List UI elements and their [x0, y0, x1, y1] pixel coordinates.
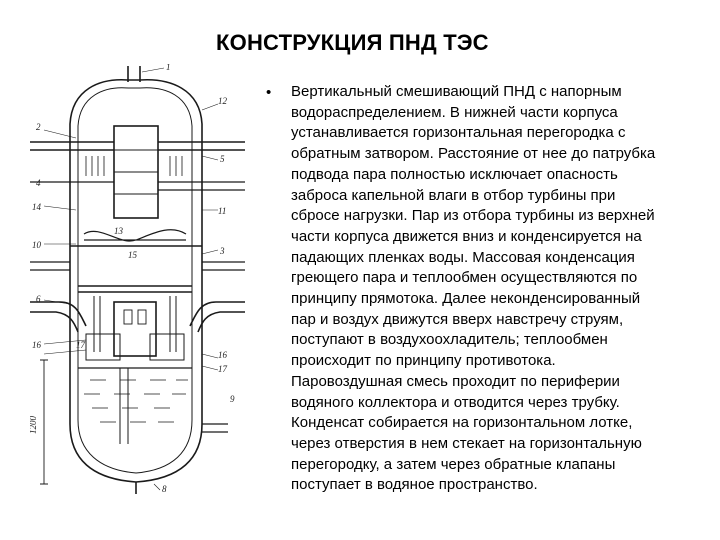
paragraph-line: происходит по принципу противотока. [291, 352, 556, 370]
body-paragraph: Вертикальный смешивающий ПНД с напорным … [291, 82, 691, 496]
heater-diagram: 1 2 12 5 4 14 11 13 10 3 15 6 16 16 17 1… [30, 64, 245, 494]
paragraph-line: принципу прямотока. Далее неконденсирова… [291, 290, 641, 308]
paragraph-line: через отверстия в нем стекает на горизон… [291, 434, 642, 452]
label-15: 15 [128, 250, 138, 260]
label-8: 8 [162, 484, 167, 494]
paragraph-line: Конденсат собирается на горизонтальном л… [291, 414, 633, 432]
paragraph-line: Паровоздушная смесь проходит по перифери… [291, 372, 620, 390]
paragraph-line: пар и воздух движутся вверх навстречу ст… [291, 310, 624, 328]
label-9: 9 [230, 394, 235, 404]
paragraph-line: Вертикальный смешивающий ПНД с напорным [291, 83, 622, 100]
paragraph-line: сбросе нагрузки. Пар из отбора турбины и… [291, 207, 655, 225]
label-2: 2 [36, 122, 41, 132]
label-5: 5 [220, 154, 225, 164]
label-17-left: 17 [76, 340, 86, 350]
paragraph-line: водяного коллектора и отводится через тр… [291, 393, 620, 411]
paragraph-line: устанавливается горизонтальная перегород… [291, 124, 626, 142]
dimension-label: 1200 [30, 416, 38, 435]
label-16-left: 16 [32, 340, 42, 350]
paragraph-line: перегородку, а затем через обратные клап… [291, 455, 616, 473]
paragraph-line: водораспределением. В нижней части корпу… [291, 103, 618, 121]
bullet-marker: • [266, 84, 272, 101]
label-14: 14 [32, 202, 42, 212]
label-13: 13 [114, 226, 124, 236]
paragraph-line: части корпуса движется вниз и конденсиру… [291, 227, 642, 245]
paragraph-line: поступают в воздухоохладитель; теплообме… [291, 331, 608, 349]
label-4: 4 [36, 178, 41, 188]
paragraph-line: заброса капельной влаги в отбор турбины … [291, 186, 616, 204]
label-12: 12 [218, 96, 228, 106]
paragraph-line: поступает в водяное пространство. [291, 476, 538, 494]
paragraph-line: падающих пленках воды. Массовая конденса… [291, 248, 635, 266]
paragraph-line: греющего пара и теплообмен осуществляютс… [291, 269, 638, 287]
label-6: 6 [36, 294, 41, 304]
paragraph-line: подвода пара полностью исключает опаснос… [291, 165, 618, 183]
label-11: 11 [218, 206, 226, 216]
slide-title: КОНСТРУКЦИЯ ПНД ТЭС [216, 30, 489, 55]
paragraph-line: обратным затвором. Расстояние от нее до … [291, 145, 656, 163]
label-1: 1 [166, 64, 171, 72]
label-10: 10 [32, 240, 42, 250]
label-16-right: 16 [218, 350, 228, 360]
label-3: 3 [219, 246, 225, 256]
label-17-right: 17 [218, 364, 228, 374]
